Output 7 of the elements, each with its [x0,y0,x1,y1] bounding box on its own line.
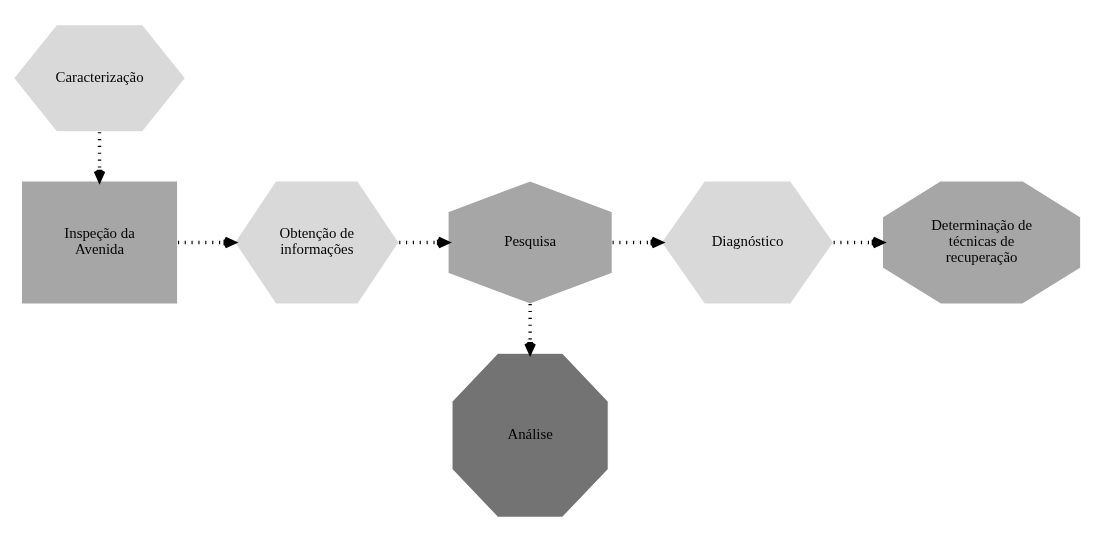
arrow [178,236,236,248]
arrow [612,236,664,248]
arrow [524,303,536,354]
arrow [399,236,450,248]
arrow [833,236,885,248]
arrow [93,131,106,182]
node-box: Inspeção da Avenida [20,179,179,305]
